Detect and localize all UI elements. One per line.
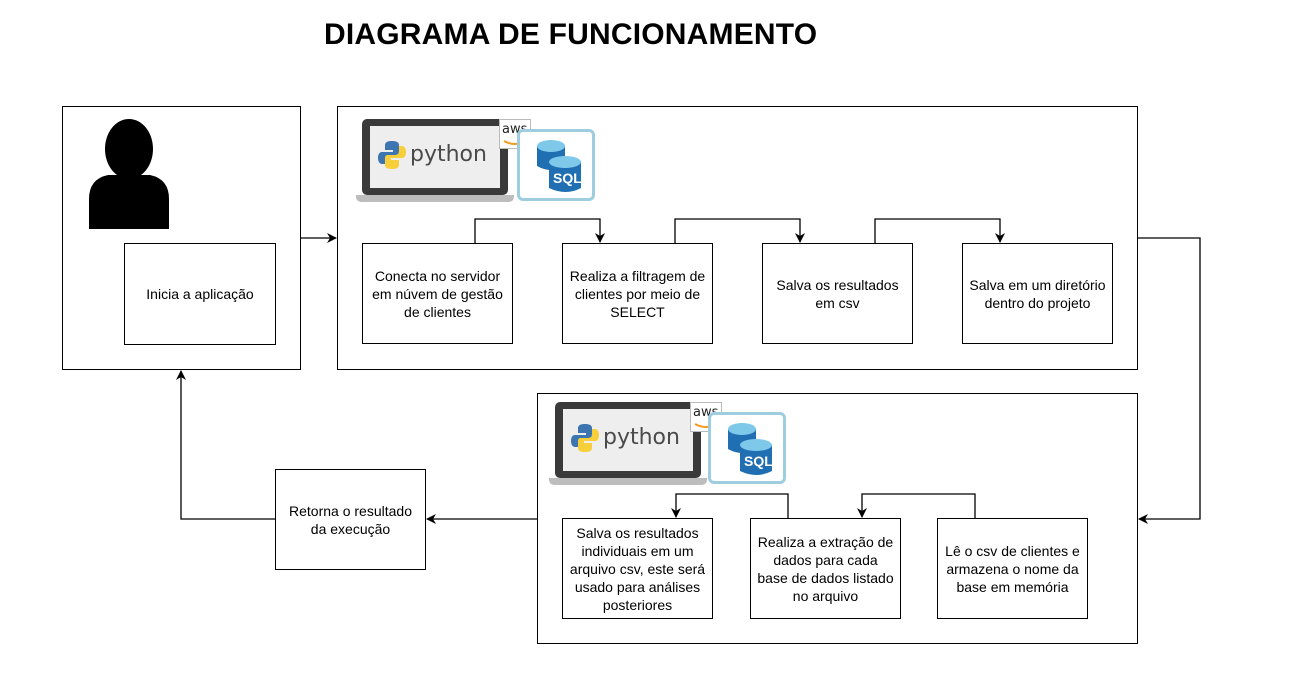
user-panel: Inicia a aplicação	[62, 106, 301, 370]
step-save-csv-label: Salva os resultados em csv	[776, 276, 899, 311]
arrow-return-to-user	[176, 370, 275, 520]
step-filter-clients-label: Realiza a filtragem de clientes por meio…	[569, 267, 706, 320]
step-save-directory-label: Salva em um diretório dentro do projeto	[969, 276, 1106, 311]
arrow-connect-to-filter	[474, 218, 605, 243]
step-save-individual-results: Salva os resultados individuais em um ar…	[562, 518, 713, 619]
step-read-csv-label: Lê o csv de clientes e armazena o nome d…	[945, 542, 1080, 595]
python-laptop-icon: python	[356, 119, 522, 203]
python-label: python	[603, 425, 680, 450]
step-read-csv: Lê o csv de clientes e armazena o nome d…	[937, 518, 1088, 619]
arrow-read-to-extract	[857, 493, 976, 518]
page-title: DIAGRAMA DE FUNCIONAMENTO	[324, 18, 818, 51]
step-save-individual-results-label: Salva os resultados individuais em um ar…	[569, 524, 706, 613]
step-connect-server-label: Conecta no servidor em núvem de gestão d…	[372, 267, 503, 320]
step-extract-data-label: Realiza a extração de dados para cada ba…	[757, 533, 894, 604]
python-label: python	[410, 142, 487, 167]
step-connect-server: Conecta no servidor em núvem de gestão d…	[362, 243, 513, 344]
step-save-csv: Salva os resultados em csv	[762, 243, 913, 344]
arrow-top-to-bottom	[1138, 237, 1201, 524]
sql-database-icon: SQL	[517, 129, 595, 201]
step-return-result: Retorna o resultado da execução	[275, 469, 426, 570]
user-icon	[89, 119, 169, 229]
start-app-box: Inicia a aplicação	[124, 243, 276, 345]
step-extract-data: Realiza a extração de dados para cada ba…	[750, 518, 901, 619]
arrow-extract-to-save	[671, 493, 789, 518]
python-laptop-icon: python	[549, 402, 715, 486]
step-filter-clients: Realiza a filtragem de clientes por meio…	[562, 243, 713, 344]
sql-database-icon: SQL	[708, 412, 786, 484]
arrow-filter-to-save	[674, 218, 805, 243]
sql-label: SQL	[744, 453, 773, 469]
sql-label: SQL	[553, 170, 582, 186]
start-app-label: Inicia a aplicação	[146, 286, 254, 302]
step-return-result-label: Retorna o resultado da execução	[289, 502, 412, 537]
arrow-save-to-directory	[874, 218, 1005, 243]
step-save-directory: Salva em um diretório dentro do projeto	[962, 243, 1113, 344]
